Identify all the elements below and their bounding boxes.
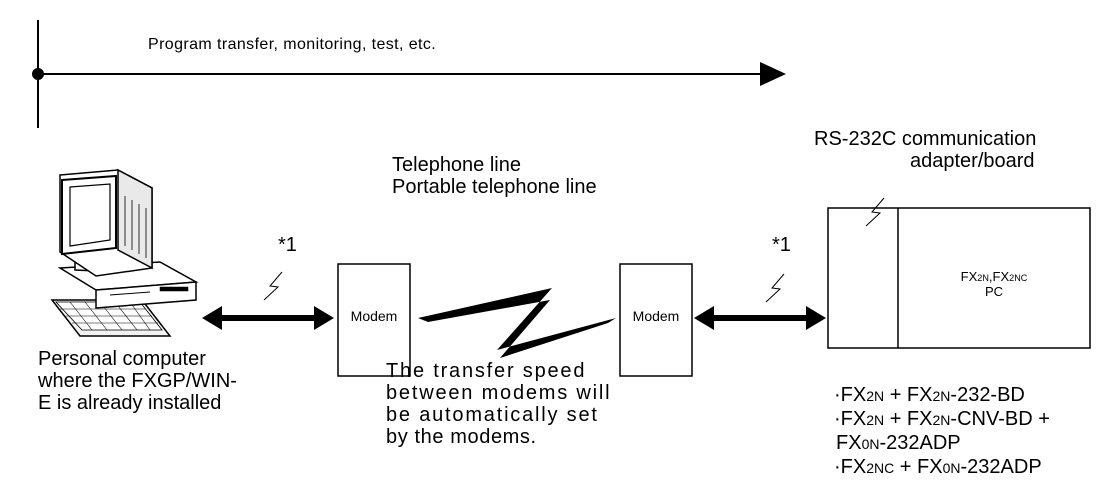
top-arrow-label: Program transfer, monitoring, test, etc. [148, 36, 437, 53]
note-marker-right: *1 [772, 234, 791, 256]
speed-note-line2: between modems will [386, 382, 612, 404]
telephone-line-label: Telephone line [392, 154, 521, 176]
personal-computer-icon [50, 168, 199, 337]
speed-note-line3: be automatically set [386, 404, 599, 426]
config-item-3: ·FX2NC + FX0N-232ADP [834, 456, 1042, 478]
modem-right-box [619, 263, 693, 377]
speed-note-line4: by the modems. [386, 426, 537, 448]
pc-modem-link-arrow [202, 306, 334, 330]
modem-left-box [337, 263, 411, 377]
speed-note-line1: The transfer speed [386, 360, 587, 382]
config-item-2: ·FX2N + FX2N-CNV-BD + [834, 408, 1050, 430]
modem-plc-link-arrow [694, 306, 826, 330]
plc-unit [827, 207, 1091, 349]
note-marker-left: *1 [278, 234, 297, 256]
telephone-line-zigzag-icon [418, 288, 616, 358]
config-item-2-continued: FX0N-232ADP [836, 432, 961, 454]
rs232c-title-line1: RS-232C communication [814, 128, 1037, 150]
pc-caption-line2: where the FXGP/WIN- [38, 370, 237, 392]
rs232c-lightning-icon [865, 197, 885, 227]
modem-left-label: Modem [350, 308, 398, 324]
rs232c-title-line2: adapter/board [910, 150, 1035, 172]
pc-caption-line3: E is already installed [38, 392, 222, 414]
pc-caption-line1: Personal computer [38, 348, 206, 370]
portable-line-label: Portable telephone line [392, 176, 597, 198]
top-transfer-arrow [32, 20, 786, 128]
note-right-lightning-icon [765, 273, 785, 303]
modem-right-label: Modem [632, 308, 680, 324]
note-left-lightning-icon [263, 271, 283, 301]
config-item-1: ·FX2N + FX2N-232-BD [834, 384, 1025, 406]
plc-model-label: FX2N,FX2NC PC [960, 269, 1028, 299]
